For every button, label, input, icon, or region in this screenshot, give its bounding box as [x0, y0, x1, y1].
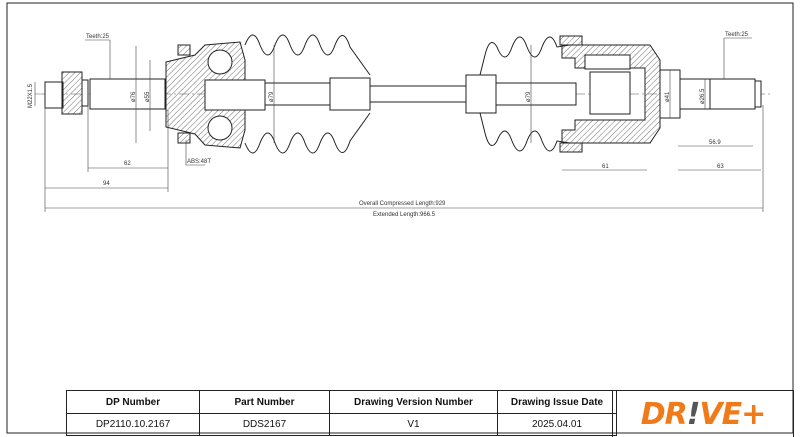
- value-dp-number: DP2110.10.2167: [66, 413, 200, 436]
- header-dp-number: DP Number: [66, 390, 200, 414]
- right-dia-41-label: ø41: [665, 91, 671, 102]
- left-cv-joint: [165, 41, 266, 149]
- dim-94-label: 94: [103, 181, 110, 187]
- abs-label: ABS:48T: [187, 159, 211, 165]
- right-dia-26-label: ø26.5: [700, 88, 706, 104]
- left-dia-55-label: ø55: [145, 91, 151, 102]
- header-issue-date: Drawing Issue Date: [497, 390, 617, 414]
- title-block: DP Number Part Number Drawing Version Nu…: [66, 390, 617, 436]
- drawing-border: [6, 2, 794, 434]
- value-drawing-version: V1: [329, 413, 498, 436]
- left-dia-76-label: ø76: [131, 91, 137, 102]
- right-teeth-label: Teeth:25: [725, 32, 749, 38]
- left-boot-dia-label: ø79: [269, 91, 275, 102]
- dim-61-label: 61: [602, 164, 609, 170]
- left-teeth-label: Teeth:25: [86, 34, 110, 40]
- dim-63-label: 63: [717, 164, 724, 170]
- header-drawing-version: Drawing Version Number: [329, 390, 498, 414]
- right-boot-dia-label: ø79: [526, 91, 532, 102]
- header-part-number: Part Number: [199, 390, 330, 414]
- right-boot: [465, 36, 577, 152]
- left-stub-shaft: [44, 71, 166, 115]
- middle-shaft: [369, 85, 471, 103]
- value-part-number: DDS2167: [199, 413, 330, 436]
- extended-length: Extended Length:966.5: [373, 212, 436, 218]
- value-issue-date: 2025.04.01: [497, 413, 617, 436]
- dimension-lines: [34, 37, 764, 212]
- drive-logo: DR!VE+: [612, 390, 794, 437]
- dim-56-9-label: 56.9: [709, 140, 721, 146]
- overall-compressed-length: Overall Compressed Length:929: [359, 201, 446, 207]
- right-stub-shaft: [659, 69, 762, 119]
- left-boot: [244, 34, 371, 154]
- dim-62-label: 62: [124, 161, 131, 167]
- left-thread-label: M22X1.5: [28, 83, 34, 108]
